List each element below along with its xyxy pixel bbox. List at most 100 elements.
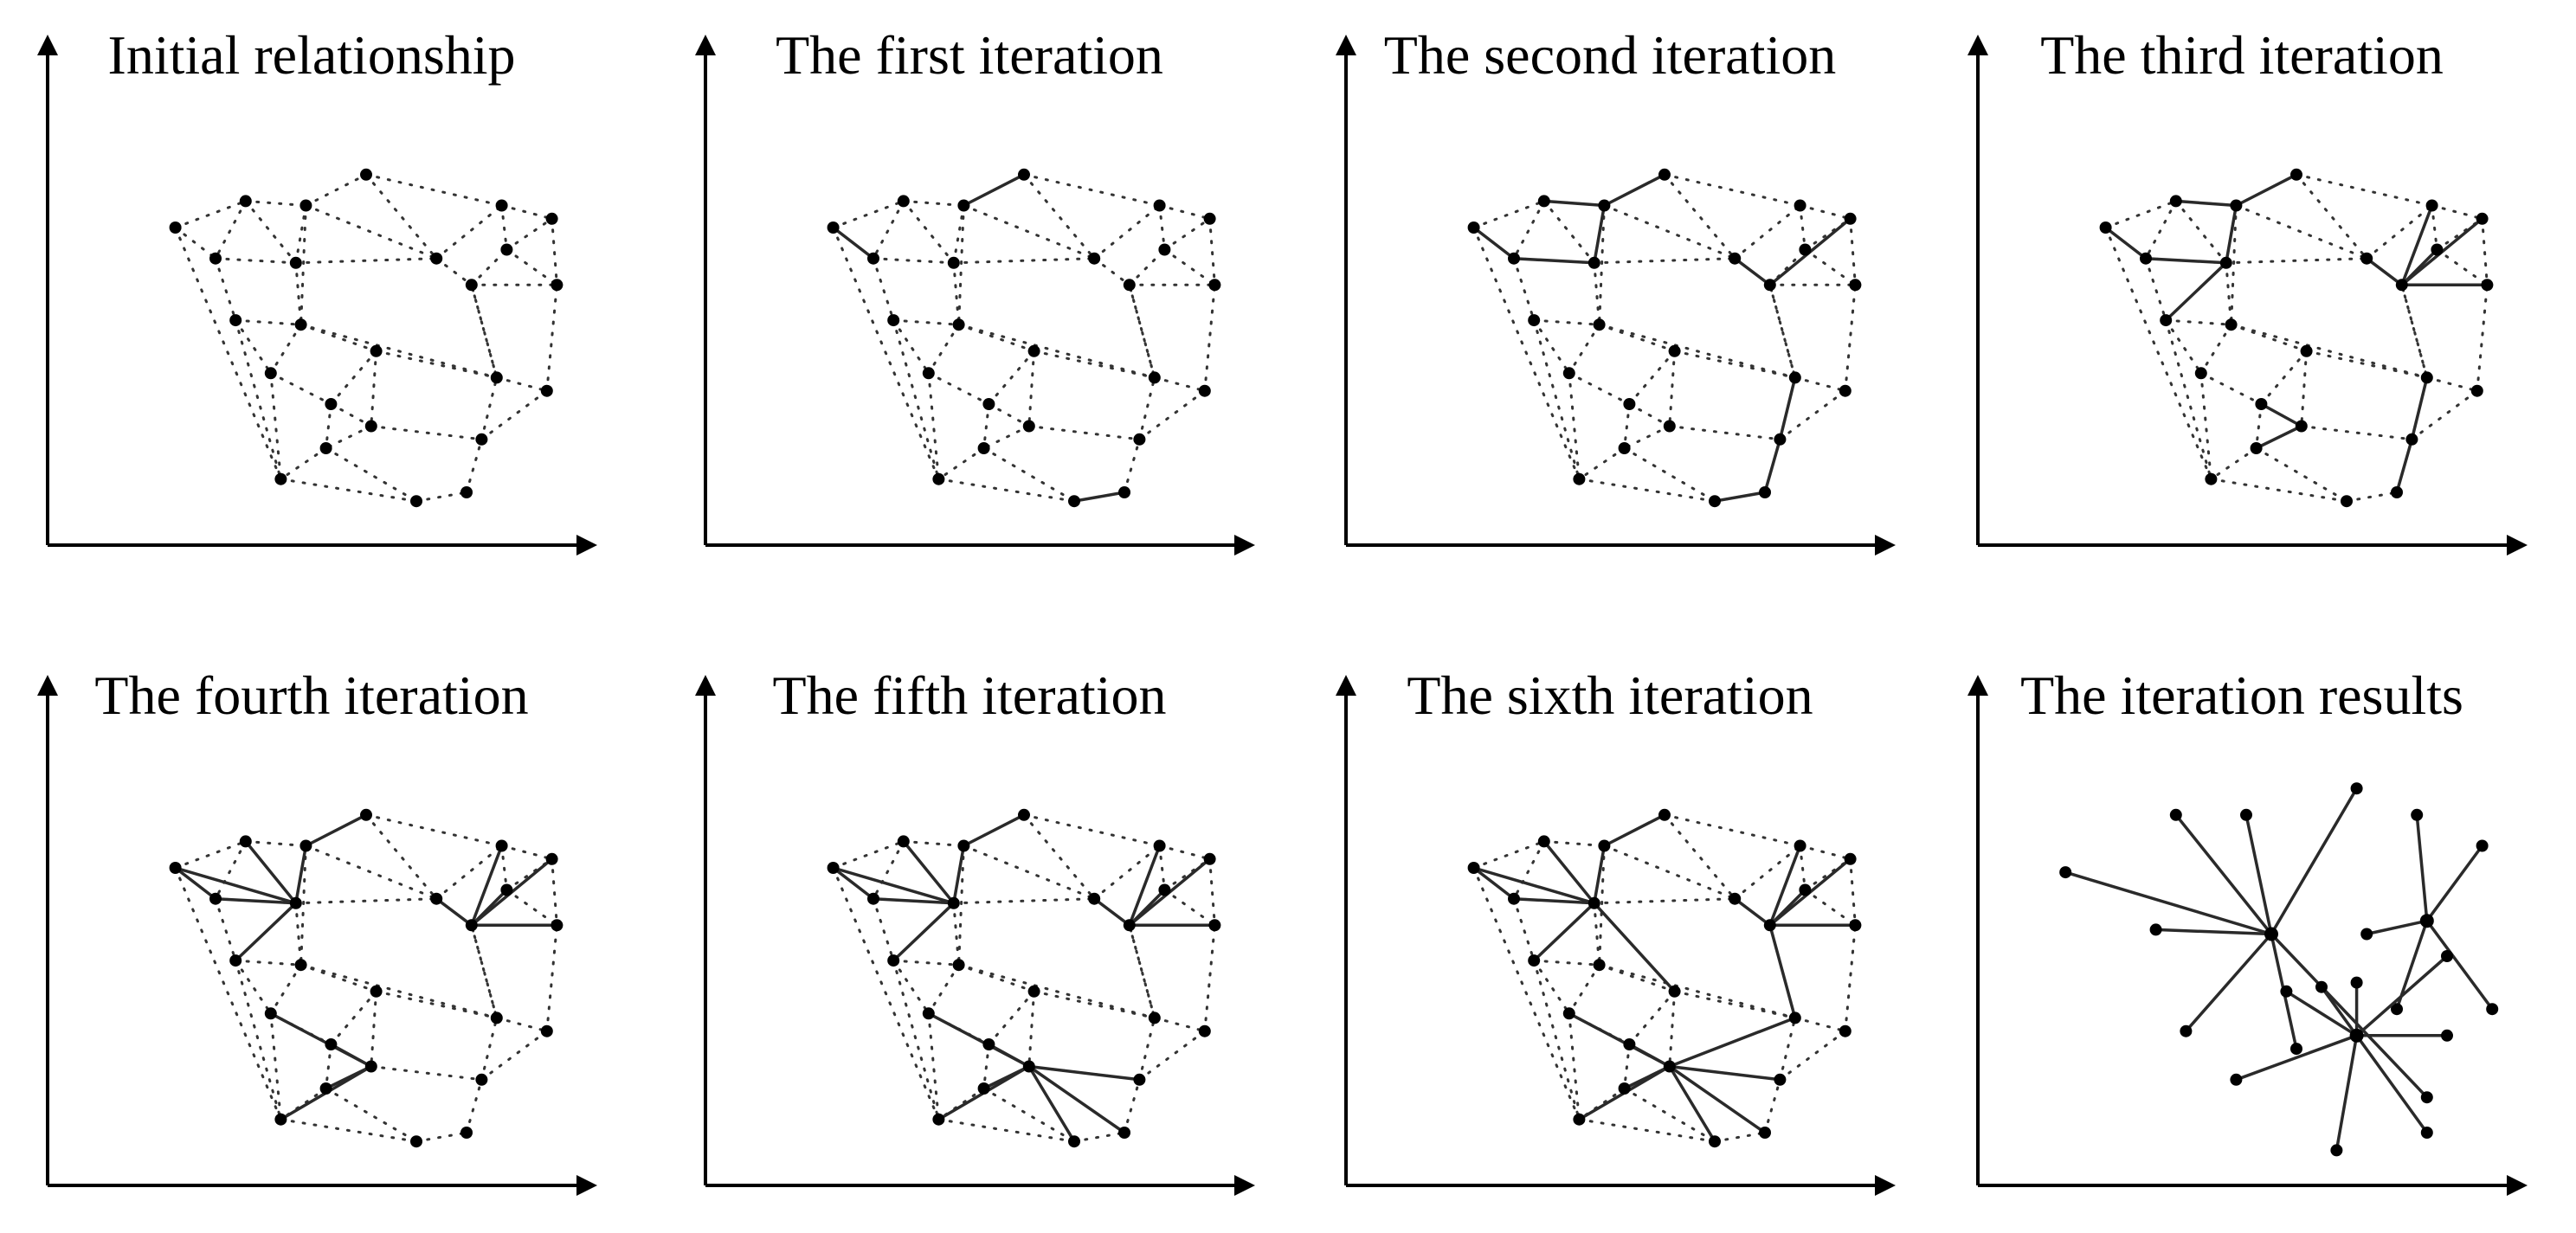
data-node bbox=[1528, 954, 1541, 967]
result-node bbox=[2169, 808, 2182, 821]
data-node bbox=[1027, 985, 1040, 998]
relation-edge bbox=[174, 199, 248, 229]
data-node bbox=[551, 919, 564, 932]
relation-edge bbox=[1027, 425, 1141, 441]
merge-link bbox=[892, 902, 956, 962]
relation-edge bbox=[1844, 283, 1857, 393]
data-node bbox=[1133, 1073, 1146, 1086]
data-node bbox=[1158, 243, 1171, 256]
merge-link bbox=[470, 889, 508, 927]
relation-edge bbox=[1663, 173, 1802, 207]
relation-edge bbox=[1128, 283, 1156, 379]
merge-link bbox=[1542, 840, 1596, 904]
relation-edge bbox=[2435, 248, 2489, 286]
data-node bbox=[957, 839, 970, 852]
relation-edge bbox=[1137, 376, 1156, 441]
relation-edge bbox=[1799, 204, 1806, 251]
relation-edge bbox=[1663, 813, 1736, 901]
data-node bbox=[1158, 883, 1171, 896]
data-node bbox=[952, 959, 965, 972]
data-node bbox=[545, 212, 558, 225]
cluster-link bbox=[2174, 813, 2273, 935]
merge-link bbox=[1763, 439, 1782, 493]
relation-edge bbox=[1158, 844, 1166, 891]
data-node bbox=[2431, 243, 2444, 256]
result-node bbox=[2486, 1003, 2499, 1016]
relation-edge bbox=[234, 959, 273, 1015]
relation-edge bbox=[551, 857, 558, 927]
data-node bbox=[1729, 892, 1742, 905]
relation-edge bbox=[1593, 902, 1601, 966]
relation-edge bbox=[1778, 1016, 1797, 1082]
relation-edge bbox=[2345, 491, 2399, 503]
relation-edge bbox=[937, 1118, 1076, 1143]
data-node bbox=[952, 318, 965, 331]
relation-edge bbox=[1137, 389, 1207, 441]
panel-title: The third iteration bbox=[2040, 24, 2444, 86]
relation-edge bbox=[892, 318, 961, 326]
relation-edge bbox=[480, 1030, 549, 1082]
relation-edge bbox=[952, 261, 961, 326]
data-node bbox=[294, 959, 307, 972]
relation-edge bbox=[299, 963, 499, 1019]
data-node bbox=[1663, 420, 1676, 433]
relation-edge bbox=[500, 204, 508, 251]
data-node bbox=[209, 892, 222, 905]
relation-edge bbox=[987, 350, 1036, 406]
data-node bbox=[410, 495, 422, 508]
data-node bbox=[1788, 1011, 1801, 1024]
data-node bbox=[1598, 839, 1611, 852]
relation-edge bbox=[1668, 350, 1677, 427]
relation-edge bbox=[1849, 217, 1857, 286]
data-node bbox=[1018, 808, 1030, 821]
relation-edge bbox=[832, 839, 905, 870]
data-node bbox=[274, 472, 287, 485]
data-node bbox=[364, 1060, 377, 1073]
data-node bbox=[932, 472, 945, 485]
relation-edge bbox=[299, 204, 307, 326]
data-node bbox=[2255, 398, 2268, 410]
data-node bbox=[977, 442, 990, 454]
merge-link bbox=[1472, 226, 1516, 260]
relation-edge bbox=[927, 323, 961, 375]
relation-edge bbox=[480, 389, 549, 441]
merge-link bbox=[963, 173, 1025, 208]
merge-link bbox=[175, 866, 297, 905]
cluster-link bbox=[2334, 1035, 2359, 1151]
data-node bbox=[264, 367, 277, 380]
merge-link bbox=[1543, 199, 1605, 208]
result-node bbox=[2290, 1043, 2302, 1056]
data-node bbox=[897, 835, 910, 848]
data-node bbox=[2395, 279, 2408, 292]
data-node bbox=[2295, 420, 2308, 433]
data-node bbox=[1623, 398, 1636, 410]
y-axis-arrow bbox=[1336, 675, 1356, 696]
data-node bbox=[2425, 199, 2438, 212]
relation-edge bbox=[2104, 199, 2178, 229]
relation-edge bbox=[279, 1118, 418, 1143]
relation-edge bbox=[1208, 857, 1216, 927]
data-node bbox=[360, 168, 372, 181]
data-node bbox=[239, 195, 252, 208]
data-node bbox=[475, 1073, 488, 1086]
relation-edge bbox=[325, 402, 332, 450]
relation-edge bbox=[1472, 226, 1581, 481]
data-node bbox=[319, 1082, 332, 1095]
data-node bbox=[1774, 1073, 1787, 1086]
data-node bbox=[410, 1135, 422, 1148]
data-node bbox=[1794, 839, 1806, 852]
relation-edge bbox=[892, 318, 931, 375]
relation-edge bbox=[375, 350, 499, 379]
relation-edge bbox=[2164, 318, 2203, 375]
relation-edge bbox=[415, 491, 468, 503]
merge-link bbox=[2410, 376, 2429, 440]
relation-edge bbox=[832, 199, 905, 229]
data-node bbox=[1839, 384, 1852, 397]
relation-edge bbox=[1472, 839, 1546, 870]
data-node bbox=[239, 835, 252, 848]
relation-edge bbox=[1768, 248, 1806, 286]
data-node bbox=[1467, 862, 1480, 874]
relation-edge bbox=[1568, 323, 1601, 375]
merge-link bbox=[470, 844, 504, 926]
data-node bbox=[1027, 344, 1040, 357]
